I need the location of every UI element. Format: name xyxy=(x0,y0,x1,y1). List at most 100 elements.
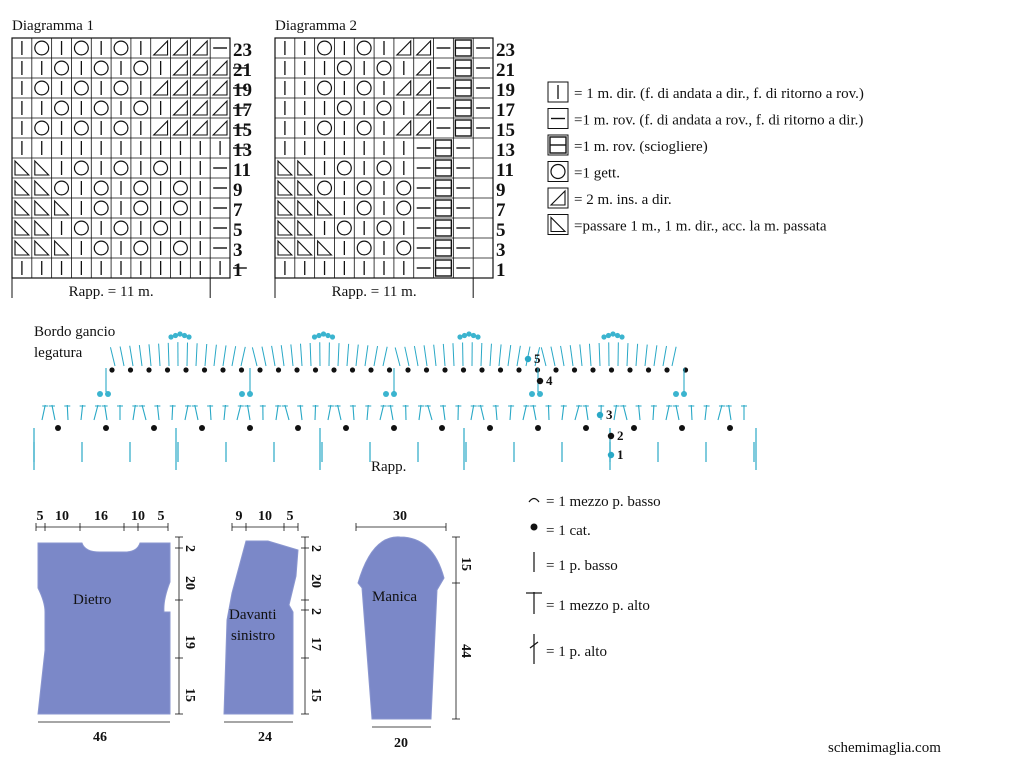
yarn-over-icon xyxy=(356,240,372,256)
double-crochet-icon xyxy=(373,345,379,367)
picot-icon xyxy=(470,332,477,339)
skpo-icon xyxy=(14,199,31,216)
yarn-over-icon xyxy=(54,60,70,76)
garment-schematics xyxy=(37,536,445,720)
diagram1-row-number: 17 xyxy=(233,100,253,121)
back-width-dim: 10 xyxy=(131,509,145,524)
half-double-crochet-icon xyxy=(284,404,290,421)
double-crochet-icon xyxy=(167,342,170,367)
double-crochet-icon xyxy=(109,347,116,367)
skpo-icon xyxy=(54,239,70,256)
double-crochet-icon xyxy=(231,346,237,367)
chain-icon xyxy=(220,367,226,373)
picot-icon xyxy=(181,332,188,339)
diagram1-row-number: 7 xyxy=(233,200,243,221)
k2tog-icon xyxy=(192,99,208,116)
half-double-crochet-icon xyxy=(728,404,732,421)
k2tog-icon xyxy=(152,39,169,56)
double-crochet-icon xyxy=(534,347,541,367)
picot-icon xyxy=(673,391,679,397)
crochet-row-number: 4 xyxy=(546,373,553,388)
picot-icon xyxy=(466,331,472,337)
k2tog-icon xyxy=(192,119,208,136)
diagram2-row-number: 23 xyxy=(496,40,515,61)
yarn-over-icon xyxy=(93,60,109,76)
diagram1-title: Diagramma 1 xyxy=(12,18,94,34)
chain-icon xyxy=(55,425,61,431)
yarn-over-icon xyxy=(336,100,352,116)
picot-icon xyxy=(475,334,481,340)
k2tog-icon xyxy=(415,99,432,116)
diagram1-repeat-label: Rapp. = 11 m. xyxy=(69,284,154,300)
double-crochet-icon xyxy=(540,347,547,367)
k2tog-icon xyxy=(172,99,188,116)
legend-swatch xyxy=(547,108,569,129)
half-double-crochet-icon xyxy=(141,404,147,421)
half-double-crochet-icon xyxy=(236,404,242,421)
chain-icon xyxy=(571,367,578,373)
chain-icon xyxy=(201,367,208,373)
knit-legend-text: =1 m. rov. (sciogliere) xyxy=(574,139,708,155)
diagram2-row-number: 5 xyxy=(496,220,506,241)
skpo-icon xyxy=(277,199,294,216)
k2tog-icon xyxy=(415,79,432,96)
double-crochet-icon xyxy=(138,344,143,367)
chain-icon xyxy=(631,425,637,431)
diagram1-row-number: 23 xyxy=(233,40,252,61)
sleeve-piece xyxy=(357,536,445,720)
half-double-crochet-icon xyxy=(522,404,527,421)
half-double-crochet-icon xyxy=(574,404,580,421)
yarn-over-icon xyxy=(113,120,129,136)
skpo-icon xyxy=(54,199,70,216)
half-single-crochet-icon xyxy=(528,497,540,503)
legend-swatch xyxy=(547,214,569,235)
double-crochet-icon xyxy=(119,346,125,367)
double-crochet-icon xyxy=(148,344,152,367)
k2tog-icon xyxy=(172,39,188,56)
front-height-dim: 2 xyxy=(308,545,323,552)
back-height-dim: 20 xyxy=(182,576,197,590)
half-double-crochet-icon xyxy=(665,404,670,421)
skpo-icon xyxy=(277,159,294,176)
yarn-over-icon xyxy=(34,40,50,56)
double-crochet-icon xyxy=(644,344,648,367)
skpo-icon xyxy=(550,216,567,233)
yarn-over-icon xyxy=(172,200,188,216)
skpo-icon xyxy=(297,199,313,216)
half-double-crochet-icon xyxy=(51,404,56,421)
skpo-icon xyxy=(317,199,333,216)
yarn-over-icon xyxy=(336,220,352,236)
legend-swatch xyxy=(547,81,569,103)
picot-icon xyxy=(610,331,616,337)
half-double-crochet-icon xyxy=(275,404,279,421)
diagram2-row-number: 7 xyxy=(496,200,506,221)
double-crochet-icon xyxy=(404,346,410,367)
chain-icon xyxy=(103,425,109,431)
picot-icon xyxy=(461,332,468,339)
yarn-over-icon xyxy=(153,220,169,236)
crochet-legend-item xyxy=(530,523,538,531)
crochet-row-number: 1 xyxy=(617,447,624,462)
chain-icon xyxy=(343,425,349,431)
half-double-crochet-icon xyxy=(379,404,385,421)
crochet-title-line2: legatura xyxy=(34,345,83,361)
picot-icon xyxy=(105,391,111,397)
knit-legend-item xyxy=(547,134,569,156)
double-crochet-icon xyxy=(309,342,312,367)
double-crochet-icon xyxy=(588,343,592,367)
legend-swatch xyxy=(547,134,569,156)
double-crochet-icon xyxy=(662,345,667,367)
diagram2-row-number: 15 xyxy=(496,120,515,141)
sleeve-top-dim: 30 xyxy=(393,509,407,524)
chain-icon xyxy=(583,425,589,431)
front-label: Davanti xyxy=(229,607,276,623)
k2tog-icon xyxy=(192,39,208,56)
half-double-crochet-icon xyxy=(314,404,317,421)
k2tog-icon xyxy=(152,119,169,136)
double-crochet-icon xyxy=(364,345,369,367)
picot-icon xyxy=(614,332,621,339)
diagram2-row-number: 1 xyxy=(496,260,506,281)
picot-icon xyxy=(391,391,397,397)
back-width-dim: 5 xyxy=(37,509,44,524)
yarn-over-icon xyxy=(376,60,392,76)
